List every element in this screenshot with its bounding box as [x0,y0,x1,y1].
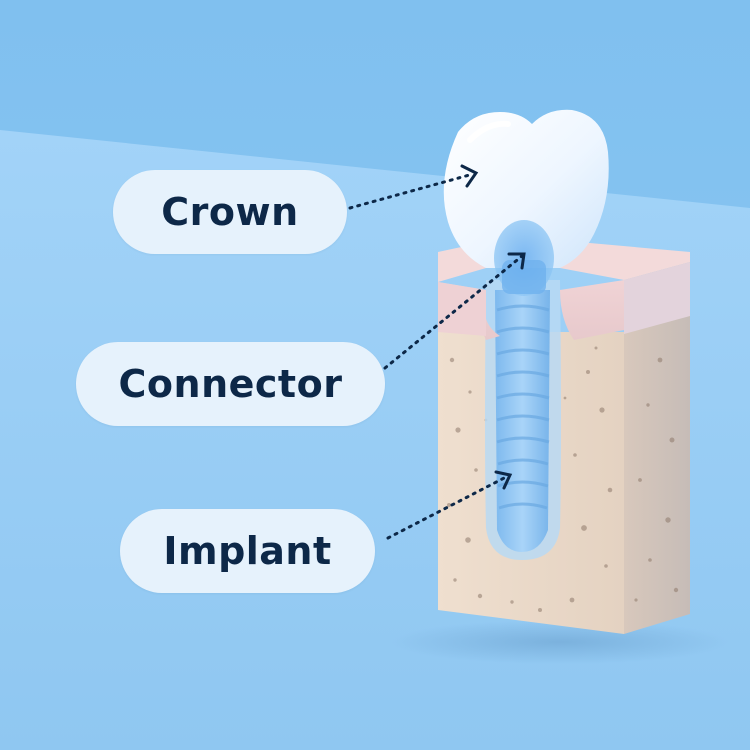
connector-label: Connector [76,342,385,426]
implant-threads [496,304,550,510]
arrow-connector [383,252,526,370]
arrow-crown [348,164,479,210]
crown-label: Crown [113,170,347,254]
bone-speckles [447,298,682,612]
crown-tooth [443,109,609,269]
block-shadow [390,620,730,664]
arrow-implant [386,470,513,540]
bone-side-face [624,262,690,634]
gum-side-face [624,262,690,334]
connector-abutment [502,260,546,294]
gum-front-right [560,280,624,340]
implant-screw [495,290,550,552]
crown-highlight [467,120,511,143]
implant-label: Implant [120,509,375,593]
